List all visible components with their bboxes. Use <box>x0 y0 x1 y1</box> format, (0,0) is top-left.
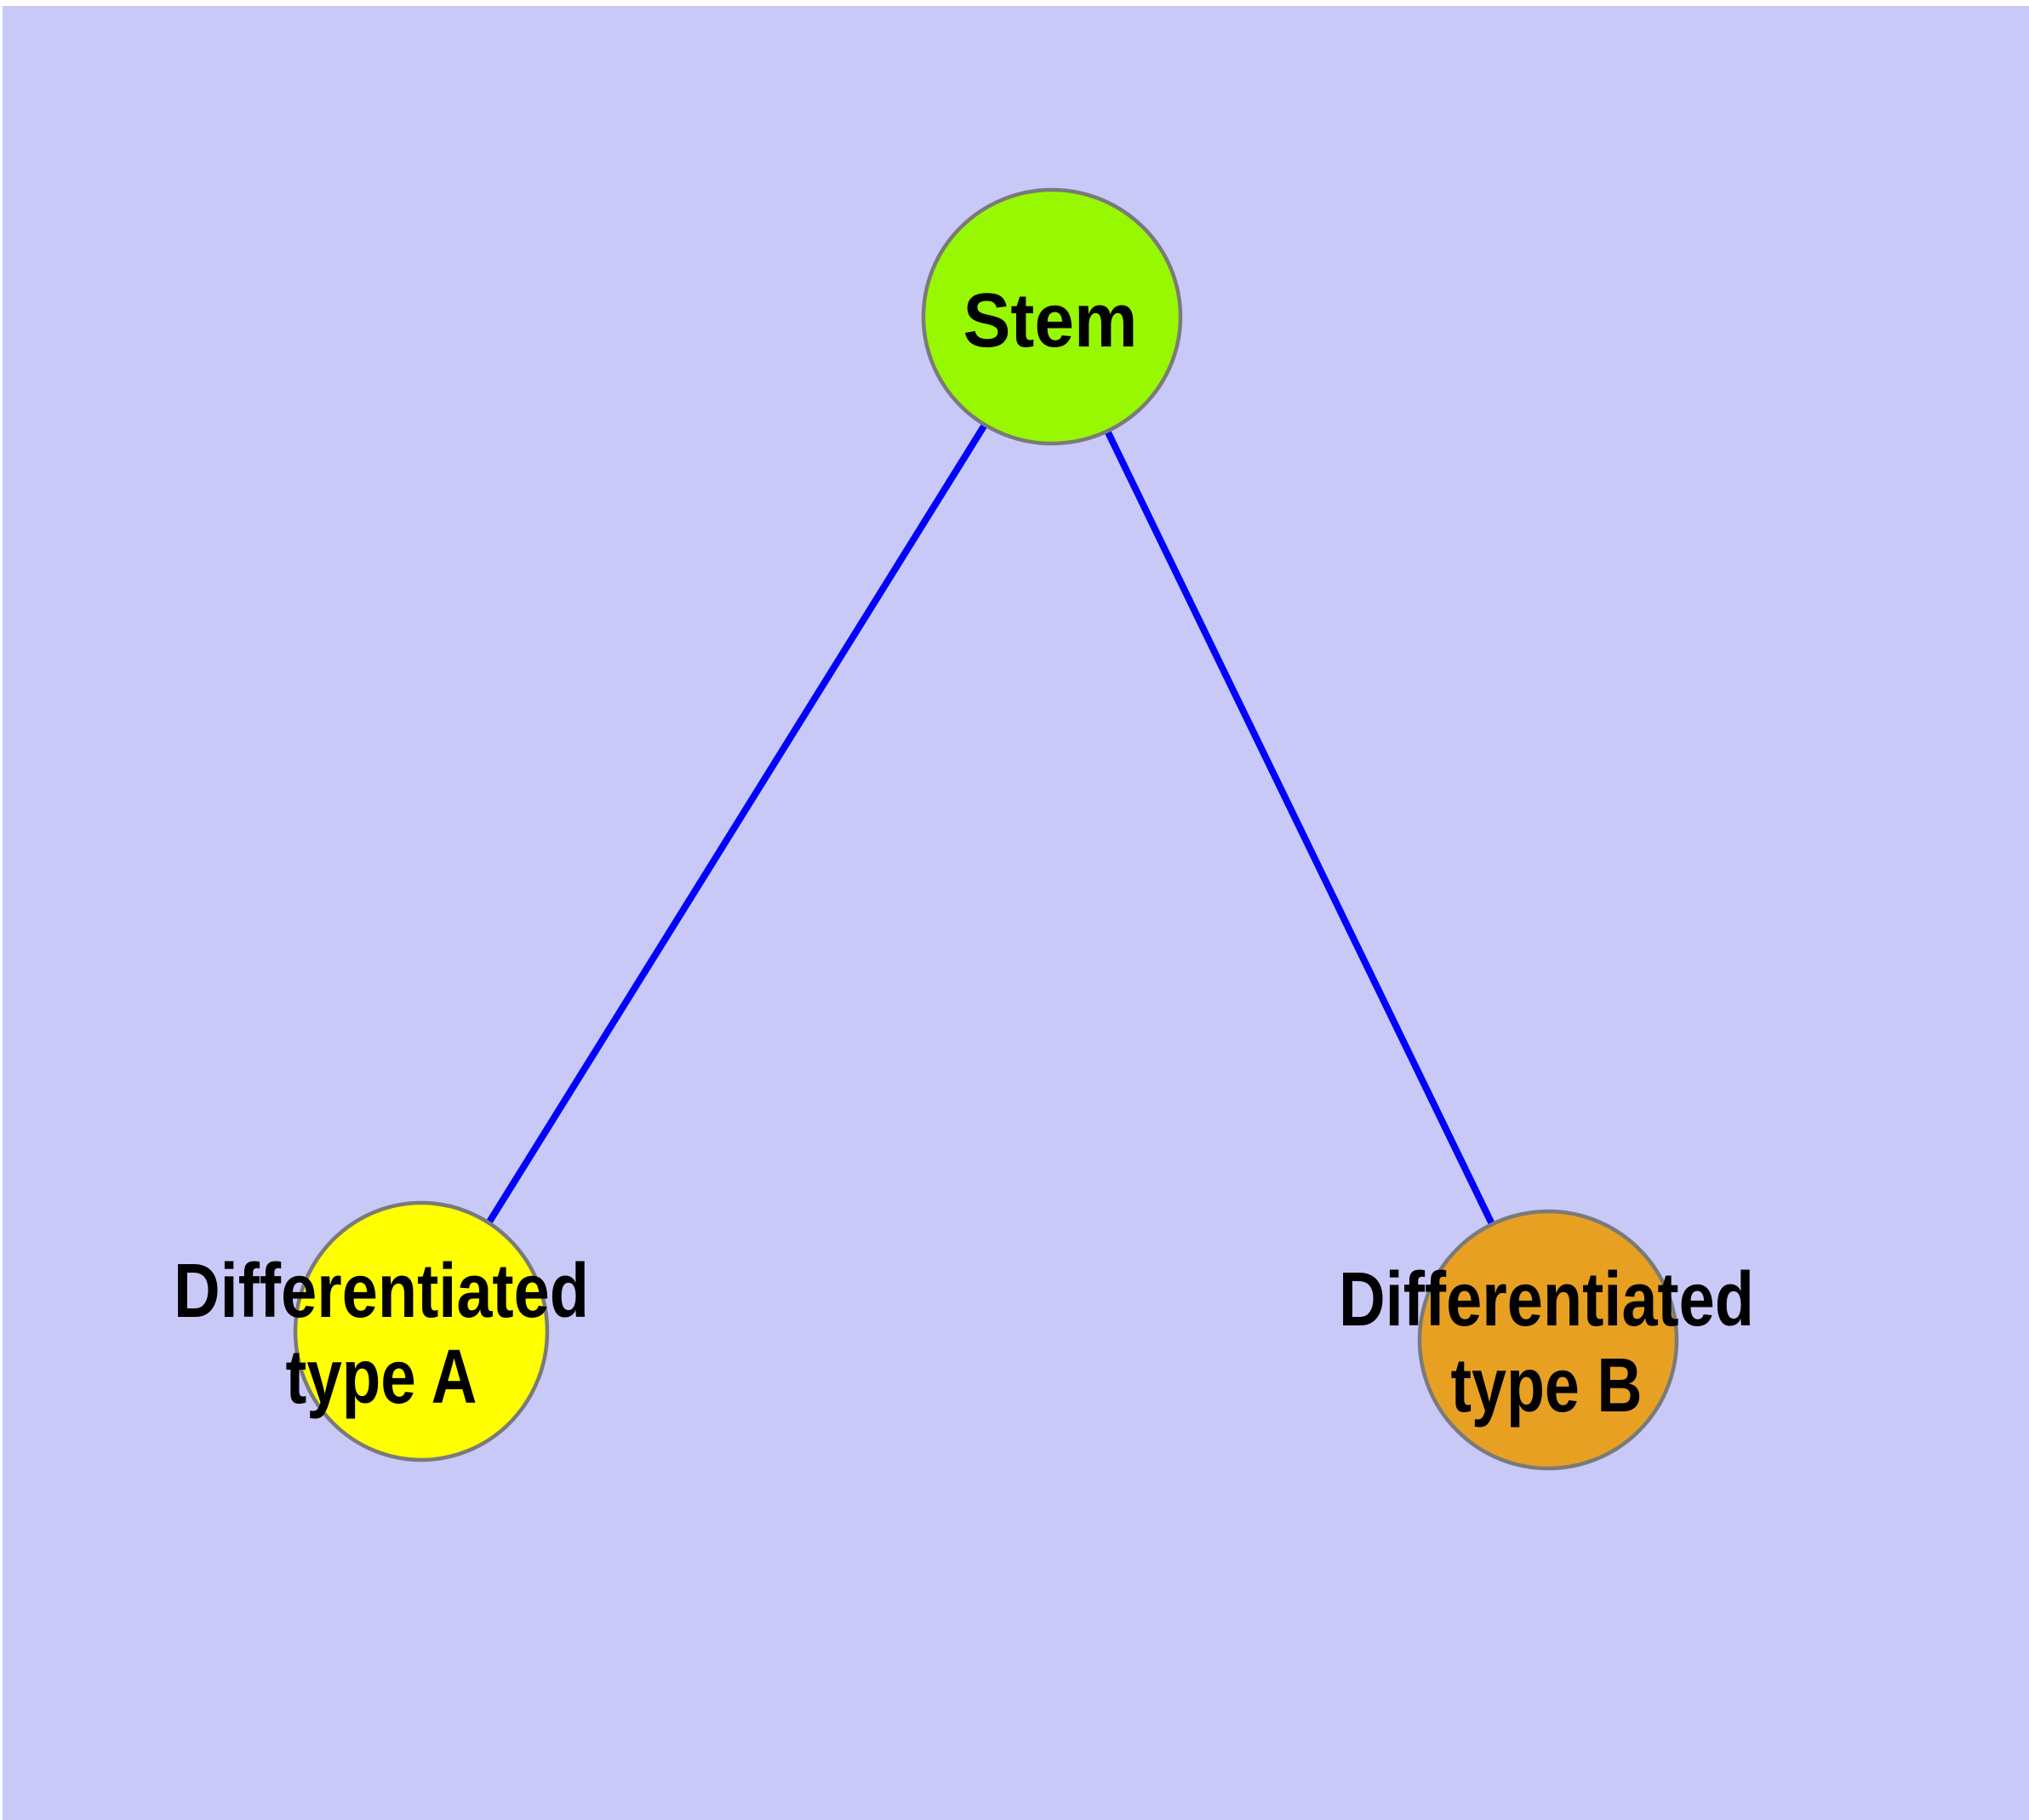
node-diff-a-label-line1: Differentiated <box>174 1249 589 1334</box>
node-diff-a-label-line2: type A <box>286 1335 477 1420</box>
node-stem <box>921 187 1183 446</box>
node-stem-label-line1: Stem <box>963 278 1138 363</box>
edge-stem-diff-a <box>418 314 1055 1334</box>
node-diff-b <box>1417 1209 1679 1471</box>
node-diff-a <box>293 1200 550 1462</box>
edge-stem-diff-b <box>1049 315 1552 1342</box>
node-diff-b-label-line1: Differentiated <box>1339 1257 1754 1342</box>
node-diff-b-label-line2: type B <box>1451 1343 1643 1428</box>
